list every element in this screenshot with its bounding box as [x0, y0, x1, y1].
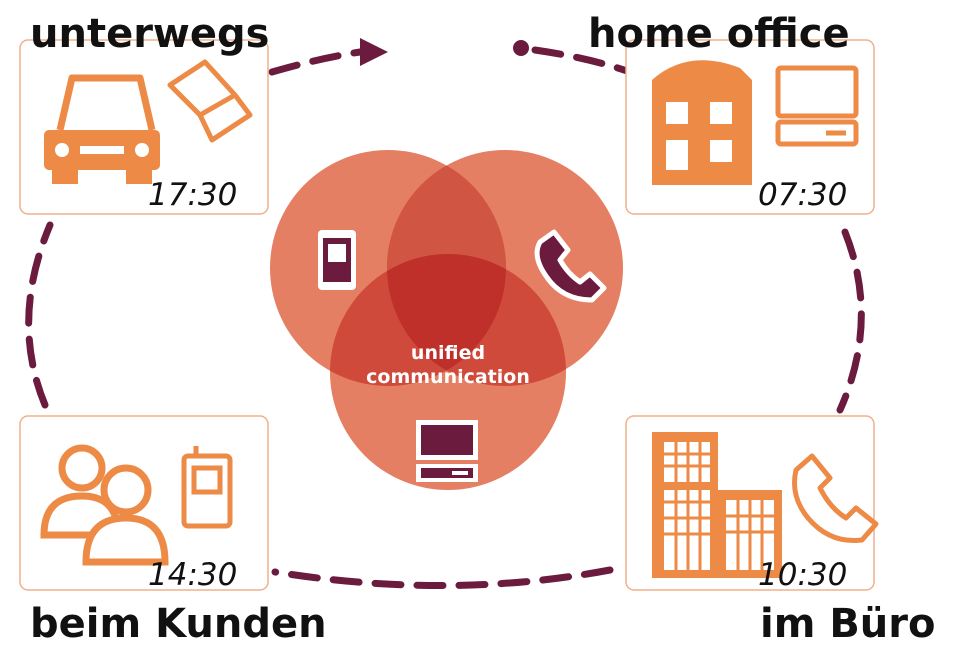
time-buero: 10:30 [758, 557, 848, 593]
location-label-unterwegs: unterwegs [30, 11, 270, 57]
location-label-buero: im Büro [760, 601, 936, 647]
car-icon [44, 74, 160, 184]
center-label-line2: communication [366, 365, 530, 388]
center-label: unified communication [358, 342, 538, 390]
laptop-icon [167, 59, 253, 143]
house-icon [652, 60, 752, 185]
time-home-office: 07:30 [758, 177, 848, 213]
venn-mobile-phone-icon [318, 230, 356, 290]
office-building-icon [652, 432, 782, 578]
venn-desktop-icon [416, 420, 478, 482]
time-unterwegs: 17:30 [148, 177, 238, 213]
cycle-path [25, 46, 865, 590]
venn-telephone-handset-icon [534, 229, 607, 303]
telephone-handset-icon [792, 453, 879, 544]
location-label-kunden: beim Kunden [30, 601, 327, 647]
arrowhead-icon [360, 38, 388, 66]
center-label-line1: unified [410, 342, 486, 364]
time-kunden: 14:30 [148, 557, 238, 593]
users-icon [40, 444, 169, 566]
location-label-home-office: home office [588, 11, 850, 57]
box-unterwegs [19, 39, 269, 215]
mobile-phone-icon [181, 446, 233, 529]
venn-diagram [270, 150, 623, 490]
desktop-icon [775, 65, 859, 147]
path-start-dot-icon [513, 40, 529, 56]
